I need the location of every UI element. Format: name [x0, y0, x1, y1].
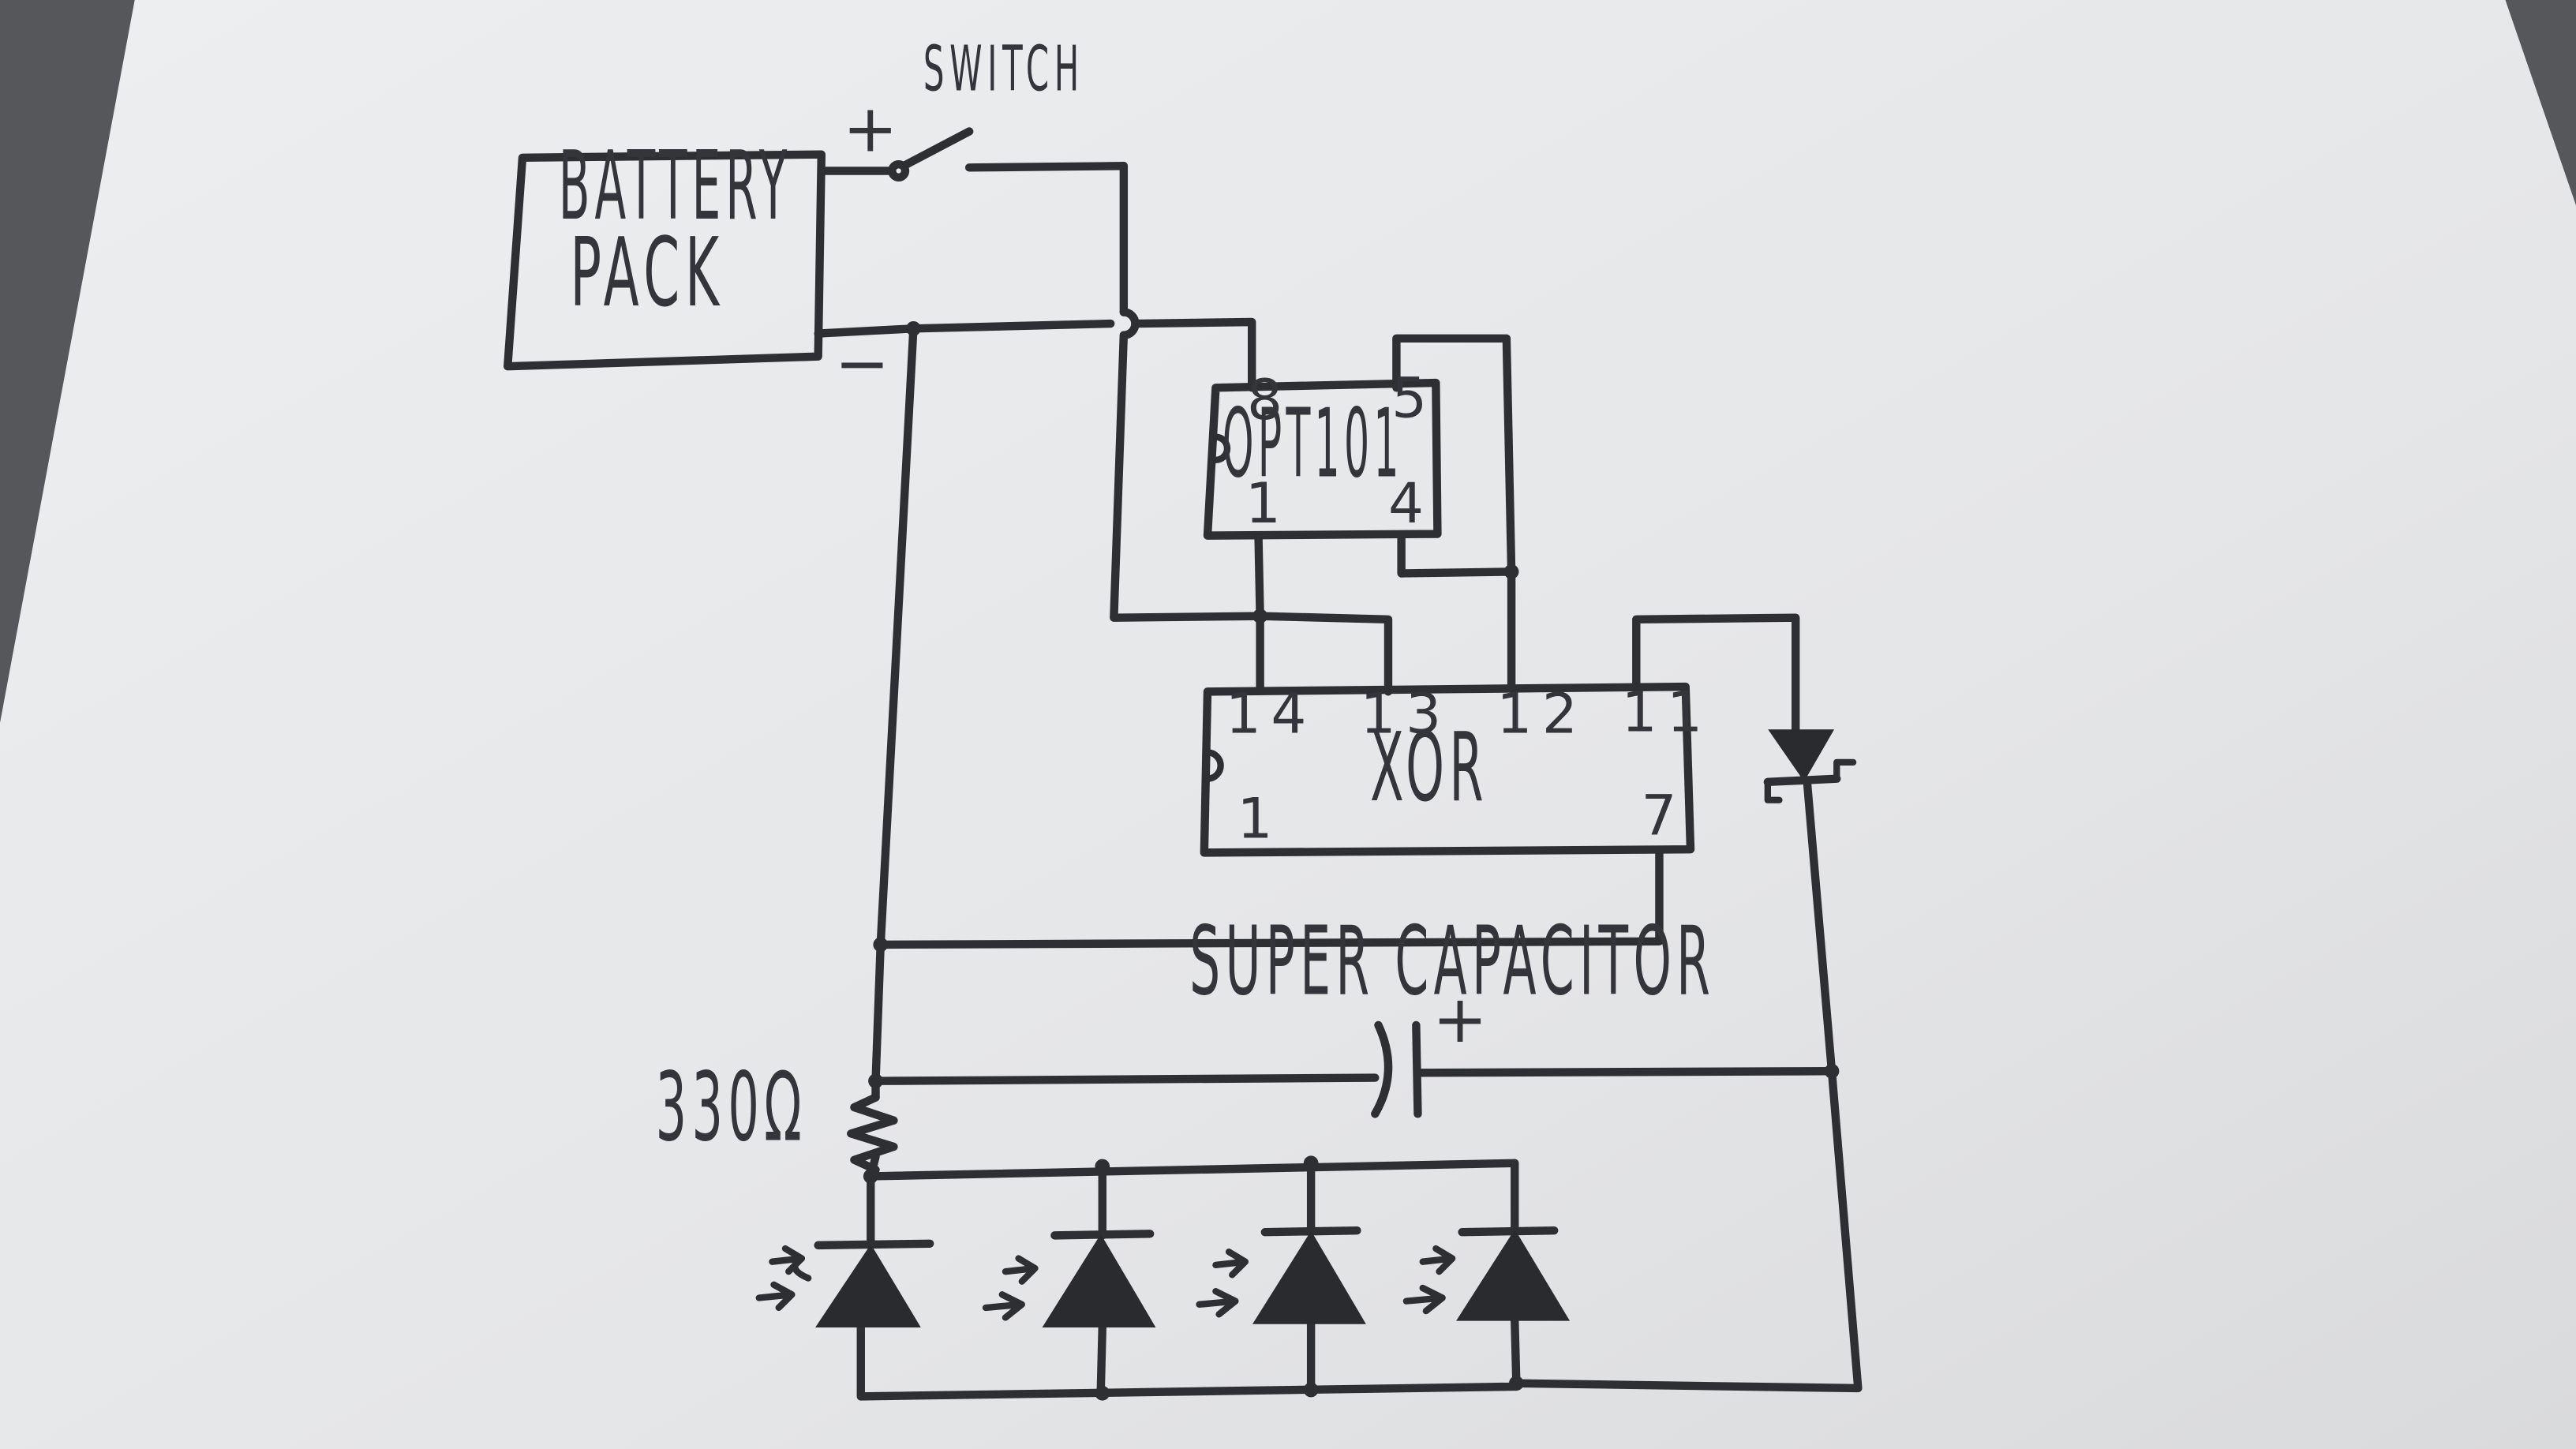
xor-pin-14: 14: [1226, 680, 1316, 746]
resistor-label: 330Ω: [656, 1053, 807, 1163]
switch: SWITCH: [817, 32, 1129, 182]
xor-pin-13: 13: [1361, 680, 1451, 746]
xor-label: XOR: [1370, 713, 1488, 823]
resistor-330: 330Ω: [656, 1053, 898, 1174]
xor-pin-11: 11: [1622, 679, 1713, 744]
super-capacitor-label: SUPER CAPACITOR: [1189, 906, 1715, 1017]
switch-label: SWITCH: [923, 32, 1084, 105]
battery-label-line1: BATTERY: [559, 131, 792, 242]
opt101-pin-1: 1: [1245, 470, 1291, 536]
xor-pin-12: 12: [1496, 680, 1587, 746]
led-2: [982, 1230, 1156, 1327]
junction-dots: [863, 320, 1840, 1401]
led-3: [1196, 1226, 1366, 1324]
battery-plus-sign: +: [843, 91, 908, 167]
led-1: [755, 1239, 934, 1327]
led-4: [1402, 1226, 1571, 1321]
opt101-pin-4: 4: [1388, 470, 1434, 536]
battery-minus-sign: −: [834, 325, 899, 402]
battery-pack: BATTERY PACK + −: [504, 91, 908, 402]
zener-diode: [1763, 729, 1857, 803]
battery-label-line2: PACK: [570, 218, 724, 328]
opt101-pin-8: 8: [1247, 367, 1293, 432]
xor-chip: XOR 14 13 12 11 1 7: [1200, 679, 1713, 857]
opt101-label: OPT101: [1222, 389, 1403, 500]
opt101-chip: OPT101 8 5 1 4: [1203, 365, 1442, 540]
xor-pin-7: 7: [1642, 782, 1687, 848]
opt101-pin-5: 5: [1391, 365, 1437, 431]
capacitor-plus-sign: +: [1432, 981, 1497, 1058]
super-capacitor: SUPER CAPACITOR +: [1189, 906, 1715, 1118]
xor-pin-1: 1: [1237, 786, 1282, 852]
